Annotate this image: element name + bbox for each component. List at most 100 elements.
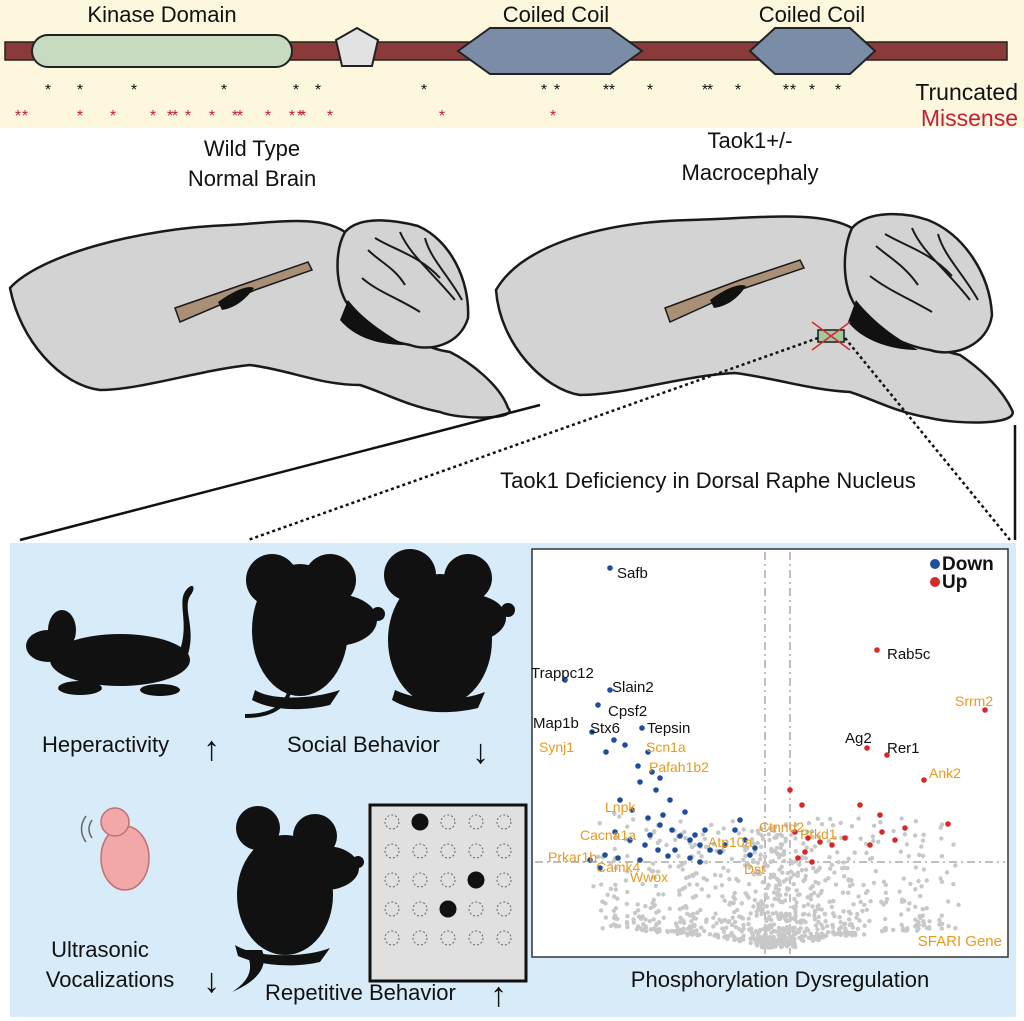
down-point: [752, 845, 758, 851]
ns-point: [780, 852, 785, 857]
ns-point: [611, 810, 617, 815]
ns-point: [653, 883, 658, 889]
ns-point: [871, 838, 876, 844]
down-point: [622, 742, 628, 748]
volcano-nonsignificant-points: [591, 810, 961, 950]
ns-point: [815, 927, 820, 932]
ns-point: [808, 893, 814, 898]
ns-point: [727, 877, 732, 882]
ns-point: [956, 902, 961, 907]
ns-point: [733, 924, 738, 930]
ns-point: [953, 863, 958, 868]
marble-empty: [496, 843, 512, 859]
up-point: [817, 839, 823, 845]
ns-point: [643, 917, 648, 922]
ns-point: [709, 822, 714, 828]
marble-empty: [468, 843, 484, 859]
ns-point: [809, 829, 814, 834]
down-point: [707, 847, 713, 853]
ns-point: [764, 904, 769, 909]
zoom-dotted-right: [844, 337, 1011, 541]
social-mouse-right-icon: [384, 549, 515, 713]
ns-point: [819, 888, 824, 894]
ns-point: [756, 940, 762, 945]
ns-point: [690, 895, 695, 900]
marble-empty: [440, 843, 456, 859]
ns-point: [951, 842, 956, 847]
ns-point: [779, 936, 785, 941]
ns-point: [654, 910, 659, 915]
ns-point: [689, 844, 694, 850]
truncated-mark: *: [809, 82, 815, 99]
ns-point: [661, 915, 666, 920]
ns-point: [647, 866, 652, 872]
down-point: [660, 812, 666, 818]
ns-point: [613, 882, 618, 887]
ns-point: [605, 892, 610, 897]
ns-point: [739, 929, 745, 934]
ns-point: [732, 890, 737, 896]
ns-point: [883, 916, 888, 922]
marble-empty: [440, 814, 456, 830]
ns-point: [897, 889, 902, 894]
ns-point: [852, 850, 857, 855]
ns-point: [908, 881, 913, 887]
ns-point: [838, 925, 844, 930]
missense-mark: *: [150, 108, 156, 125]
ns-point: [748, 940, 753, 946]
sfari-gene-label: Ank2: [929, 765, 961, 781]
ns-point: [812, 913, 817, 918]
truncated-mark: *: [735, 82, 741, 99]
sfari-gene-label: Srrm2: [955, 693, 993, 709]
down-point: [687, 837, 693, 843]
ns-point: [756, 871, 761, 877]
marble-empty: [384, 901, 400, 917]
ns-point: [759, 943, 765, 948]
usv-label-1: Ultrasonic: [51, 937, 149, 962]
ns-point: [816, 893, 821, 898]
ns-point: [617, 924, 622, 929]
ns-point: [612, 846, 617, 852]
ns-point: [778, 832, 783, 837]
down-point: [649, 769, 655, 775]
ns-point: [857, 918, 862, 923]
ns-point: [812, 908, 818, 913]
ns-point: [644, 827, 649, 832]
pentagon-domain: [334, 26, 380, 67]
ns-point: [770, 903, 775, 908]
pup-icon: [80, 807, 150, 891]
ns-point: [643, 904, 648, 909]
gene-label: Trappc12: [531, 665, 594, 682]
truncated-mark: *: [421, 82, 427, 99]
ns-point: [820, 926, 826, 931]
ns-point: [730, 915, 735, 920]
ns-point: [816, 919, 821, 925]
ns-point: [783, 839, 788, 844]
ns-point: [743, 848, 748, 853]
down-point: [653, 787, 659, 793]
ns-point: [763, 937, 768, 942]
ns-point: [729, 931, 734, 936]
sfari-gene-label: Atp10a: [708, 834, 753, 850]
ns-point: [812, 917, 818, 922]
ns-point: [742, 844, 747, 849]
social-mouse-left-icon: [244, 554, 385, 718]
ns-point: [922, 922, 927, 927]
ns-point: [906, 907, 911, 912]
down-point: [722, 842, 728, 848]
ns-point: [869, 855, 875, 861]
ns-point: [904, 842, 910, 847]
down-point: [737, 817, 743, 823]
truncated-mark: *: [554, 82, 560, 99]
sfari-gene-label: Prkd1: [800, 826, 837, 842]
ns-point: [788, 869, 794, 874]
missense-mark: *: [300, 108, 306, 125]
ns-point: [864, 907, 869, 912]
mutant-label-1: Taok1+/-: [708, 128, 793, 153]
ns-point: [667, 906, 672, 911]
ns-point: [789, 859, 794, 864]
ns-point: [843, 926, 848, 931]
coiled-coil-1: [456, 27, 644, 75]
kinase-domain-label: Kinase Domain: [87, 2, 236, 27]
ns-point: [871, 823, 877, 828]
